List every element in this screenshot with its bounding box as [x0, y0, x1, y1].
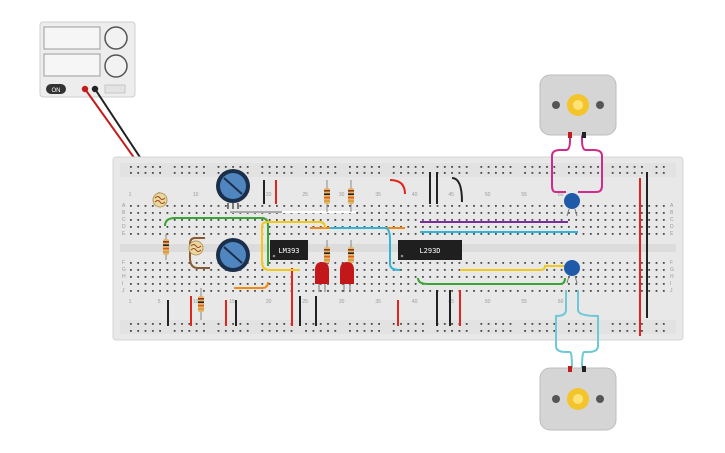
led-icon[interactable]: [340, 262, 354, 292]
column-number: 50: [485, 299, 491, 305]
motor-wire-bottom-b[interactable]: [577, 290, 599, 371]
ic-chip-icon[interactable]: LM393: [270, 240, 308, 260]
column-number: 20: [266, 192, 272, 198]
row-letter: F: [670, 260, 673, 266]
column-number: 35: [375, 192, 381, 198]
column-number: 40: [412, 299, 418, 305]
ic-chip-icon[interactable]: L293D: [398, 240, 462, 260]
dc-motor-icon[interactable]: [539, 366, 617, 431]
photoresistor-icon[interactable]: [188, 240, 204, 256]
row-letter: G: [670, 267, 674, 273]
capacitor-icon[interactable]: [564, 260, 580, 284]
row-letter: H: [122, 274, 126, 280]
comparator-chip-label: LM393: [278, 247, 299, 255]
motor-wire-top-b[interactable]: [578, 132, 603, 193]
row-letter: D: [122, 224, 126, 230]
dc-motor-icon[interactable]: [539, 74, 617, 138]
column-number: 10: [193, 299, 199, 305]
photoresistor-icon[interactable]: [152, 192, 168, 208]
column-number: 5: [158, 299, 161, 305]
column-numbers: 1155101015152020252530303535404045455050…: [129, 192, 564, 305]
row-letter: B: [670, 210, 674, 216]
column-number: 40: [412, 192, 418, 198]
row-letter: J: [122, 288, 125, 294]
motor-wire-bottom-a[interactable]: [555, 290, 573, 371]
row-letter: C: [122, 217, 126, 223]
column-number: 1: [129, 192, 132, 198]
column-number: 30: [339, 192, 345, 198]
power-button-label: ON: [52, 88, 61, 94]
power-button[interactable]: [46, 84, 66, 94]
driver-chip-label: L293D: [419, 247, 440, 255]
jumper-wires[interactable]: [167, 172, 463, 326]
row-letter: A: [670, 203, 674, 209]
column-number: 20: [266, 299, 272, 305]
column-number: 1: [129, 299, 132, 305]
resistor-icon[interactable]: [163, 234, 169, 260]
row-letter: G: [122, 267, 126, 273]
row-letter: I: [122, 281, 123, 287]
row-letter: J: [670, 288, 673, 294]
column-number: 55: [521, 192, 527, 198]
row-letter: E: [122, 231, 126, 237]
motor-wire-top-a[interactable]: [551, 132, 571, 193]
row-letter: D: [670, 224, 674, 230]
column-number: 10: [193, 192, 199, 198]
column-number: 30: [339, 299, 345, 305]
column-number: 45: [448, 192, 454, 198]
potentiometer-icon[interactable]: [216, 238, 250, 272]
column-number: 15: [229, 299, 235, 305]
capacitor-icon[interactable]: [564, 193, 580, 217]
resistor-icon[interactable]: [198, 288, 204, 320]
column-number: 25: [302, 299, 308, 305]
power-supply-icon[interactable]: ON: [39, 21, 136, 98]
led-icon[interactable]: [315, 262, 329, 292]
resistor-icon[interactable]: [348, 240, 354, 270]
row-letter: A: [122, 203, 126, 209]
column-number: 25: [302, 192, 308, 198]
row-letter: H: [670, 274, 674, 280]
row-letter: F: [122, 260, 125, 266]
column-number: 60: [558, 192, 564, 198]
column-number: 55: [521, 299, 527, 305]
resistor-icon[interactable]: [324, 180, 330, 212]
row-letter: B: [122, 210, 126, 216]
resistor-icon[interactable]: [348, 180, 354, 212]
column-number: 50: [485, 192, 491, 198]
potentiometer-icon[interactable]: [216, 169, 250, 209]
column-number: 60: [558, 299, 564, 305]
row-letter: C: [670, 217, 674, 223]
row-letter: I: [670, 281, 671, 287]
row-letter: E: [670, 231, 674, 237]
column-number: 35: [375, 299, 381, 305]
column-number: 45: [448, 299, 454, 305]
